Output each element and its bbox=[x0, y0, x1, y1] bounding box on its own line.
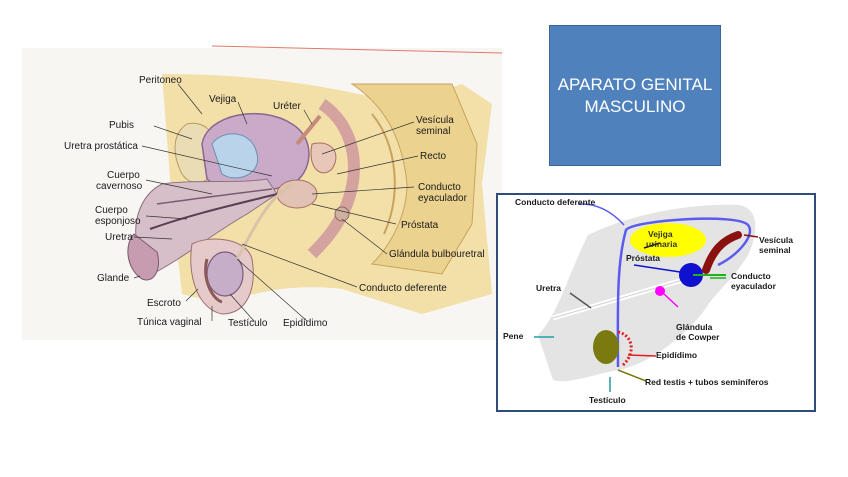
schem-label-vejiga-2: urinaria bbox=[646, 239, 678, 249]
schem-label-vesicula-2: seminal bbox=[759, 245, 791, 255]
label-vejiga: Vejiga bbox=[209, 94, 237, 105]
label-glande: Glande bbox=[97, 273, 130, 284]
label-cuerpo-cavernoso-2: cavernoso bbox=[96, 181, 143, 192]
label-prostata: Próstata bbox=[401, 220, 439, 231]
label-recto: Recto bbox=[420, 151, 447, 162]
label-conducto-eyaculador-1: Conducto bbox=[418, 182, 461, 193]
schem-label-conducto-1: Conducto bbox=[731, 271, 771, 281]
schematic-panel bbox=[496, 193, 816, 412]
label-glandula-bulbouretral: Glándula bulbouretral bbox=[389, 249, 485, 260]
title-box: APARATO GENITAL MASCULINO bbox=[549, 25, 721, 166]
anatomy-illustration-svg bbox=[22, 45, 543, 340]
label-uretra-prostatica: Uretra prostática bbox=[64, 141, 138, 152]
schem-label-vesicula-1: Vesícula bbox=[759, 235, 794, 245]
anatomy-illustration bbox=[22, 44, 543, 344]
label-cuerpo-esponjoso-2: esponjoso bbox=[95, 216, 141, 227]
label-uretra: Uretra bbox=[105, 232, 133, 243]
schem-label-uretra: Uretra bbox=[536, 283, 562, 293]
label-epididimo: Epidídimo bbox=[283, 318, 328, 329]
label-conducto-deferente: Conducto deferente bbox=[359, 283, 447, 294]
label-pubis: Pubis bbox=[109, 120, 135, 131]
label-testiculo: Testículo bbox=[228, 318, 268, 329]
label-conducto-eyaculador-2: eyaculador bbox=[418, 193, 467, 204]
schem-label-prostata: Próstata bbox=[626, 253, 661, 263]
label-escroto: Escroto bbox=[147, 298, 181, 309]
schem-label-testiculo: Testículo bbox=[589, 395, 626, 405]
label-tunica-vaginal: Túnica vaginal bbox=[137, 317, 202, 328]
schem-label-epididimo: Epidídimo bbox=[656, 350, 698, 360]
schematic-svg bbox=[534, 203, 759, 392]
schem-label-vejiga-1: Vejiga bbox=[648, 229, 673, 239]
label-ureter: Uréter bbox=[273, 101, 301, 112]
title-line-2: MASCULINO bbox=[584, 96, 686, 116]
schem-label-glandula-2: de Cowper bbox=[676, 332, 720, 342]
label-peritoneo: Peritoneo bbox=[139, 75, 182, 86]
title-line-1: APARATO GENITAL bbox=[557, 74, 713, 94]
schem-label-conducto-2: eyaculador bbox=[731, 281, 776, 291]
schem-label-conducto-deferente: Conducto deferente bbox=[515, 197, 596, 207]
schem-label-pene: Pene bbox=[503, 331, 524, 341]
label-cuerpo-cavernoso-1: Cuerpo bbox=[107, 170, 140, 181]
schem-label-red-testis: Red testis + tubos seminíferos bbox=[645, 377, 769, 387]
label-seminal: seminal bbox=[416, 126, 451, 137]
label-vesicula: Vesícula bbox=[416, 115, 454, 126]
schem-label-glandula-1: Glándula bbox=[676, 322, 713, 332]
label-cuerpo-esponjoso-1: Cuerpo bbox=[95, 205, 128, 216]
